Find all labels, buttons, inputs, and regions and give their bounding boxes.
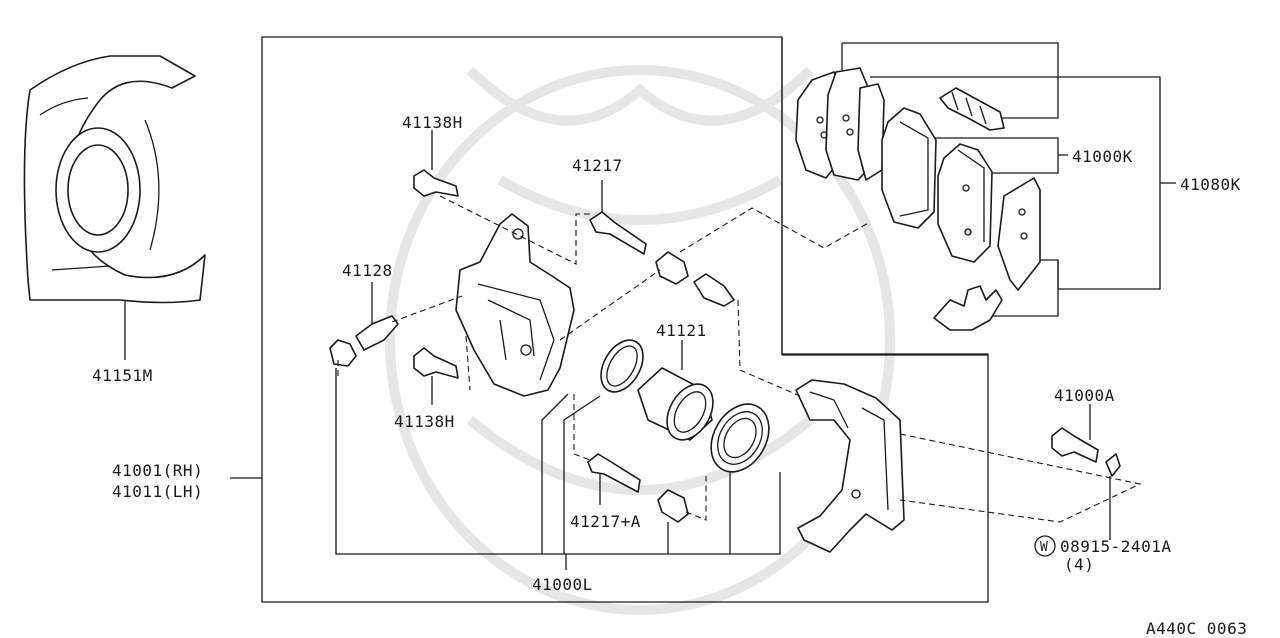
lock-washer-08915[interactable] xyxy=(1105,453,1121,540)
washer-symbol: W xyxy=(1040,540,1048,555)
dust-shield-41151M[interactable] xyxy=(23,55,206,360)
pin-boot-upper[interactable] xyxy=(655,251,689,285)
label-41128: 41128 xyxy=(342,261,393,280)
bleeder-screw-41128[interactable] xyxy=(329,282,399,367)
label-leaders xyxy=(335,368,781,570)
label-41001RH: 41001(RH) xyxy=(112,461,203,480)
piston-41121[interactable] xyxy=(637,340,722,448)
guide-bolt-41138H-top[interactable] xyxy=(413,130,459,197)
guide-pin-41217[interactable] xyxy=(589,180,647,255)
piston-seal[interactable] xyxy=(592,333,651,399)
pin-boot-upper-2[interactable] xyxy=(693,273,735,307)
label-41000A: 41000A xyxy=(1054,386,1115,405)
anti-rattle-clip-top[interactable] xyxy=(939,87,1005,131)
watermark-emblem xyxy=(385,65,895,615)
torque-member[interactable] xyxy=(795,379,905,553)
anti-rattle-clip-bottom[interactable] xyxy=(933,285,1003,331)
label-41121: 41121 xyxy=(656,321,707,340)
label-41011LH: 41011(LH) xyxy=(112,482,203,501)
guide-pin-41217A[interactable] xyxy=(587,453,641,505)
piston-boot[interactable] xyxy=(699,394,780,482)
label-quantity-4: (4) xyxy=(1064,555,1094,574)
pad-shims[interactable] xyxy=(795,67,885,181)
assembly-lines xyxy=(337,195,1142,523)
pad-kit-brackets xyxy=(781,37,1176,356)
label-41151M: 41151M xyxy=(92,366,153,385)
caliper-body[interactable] xyxy=(455,213,575,397)
brake-pads-41000K[interactable] xyxy=(881,107,993,263)
label-41000L: 41000L xyxy=(532,575,593,594)
washer-symbol-circle xyxy=(1034,535,1056,557)
label-41080K: 41080K xyxy=(1180,175,1241,194)
label-41138H-bottom: 41138H xyxy=(394,412,455,431)
label-08915-2401A: 08915-2401A xyxy=(1060,537,1171,556)
pin-boot-lower[interactable] xyxy=(657,489,689,523)
label-41138H-top: 41138H xyxy=(402,113,463,132)
label-41217A: 41217+A xyxy=(570,512,641,531)
outer-shim[interactable] xyxy=(997,177,1041,291)
diagram-code: A440C 0063 xyxy=(1146,619,1247,638)
label-41217: 41217 xyxy=(572,156,623,175)
guide-bolt-41138H-bottom[interactable] xyxy=(413,347,459,405)
mounting-bolt-41000A[interactable] xyxy=(1051,404,1099,463)
label-41000K: 41000K xyxy=(1072,147,1133,166)
